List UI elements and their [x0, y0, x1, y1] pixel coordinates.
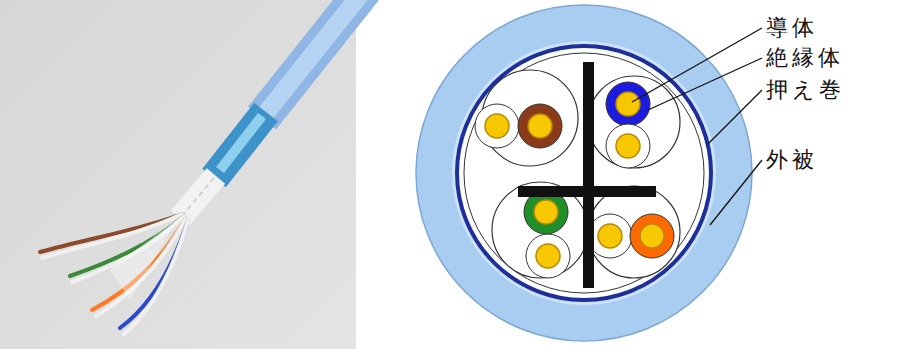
leader-lines [632, 28, 762, 225]
part-label: 外被 [766, 148, 818, 172]
part-label: 絶縁体 [766, 46, 844, 70]
part-label: 押え巻 [766, 78, 845, 102]
cable-photo [0, 0, 372, 349]
cross-section [416, 5, 752, 341]
part-label: 導体 [766, 16, 818, 40]
